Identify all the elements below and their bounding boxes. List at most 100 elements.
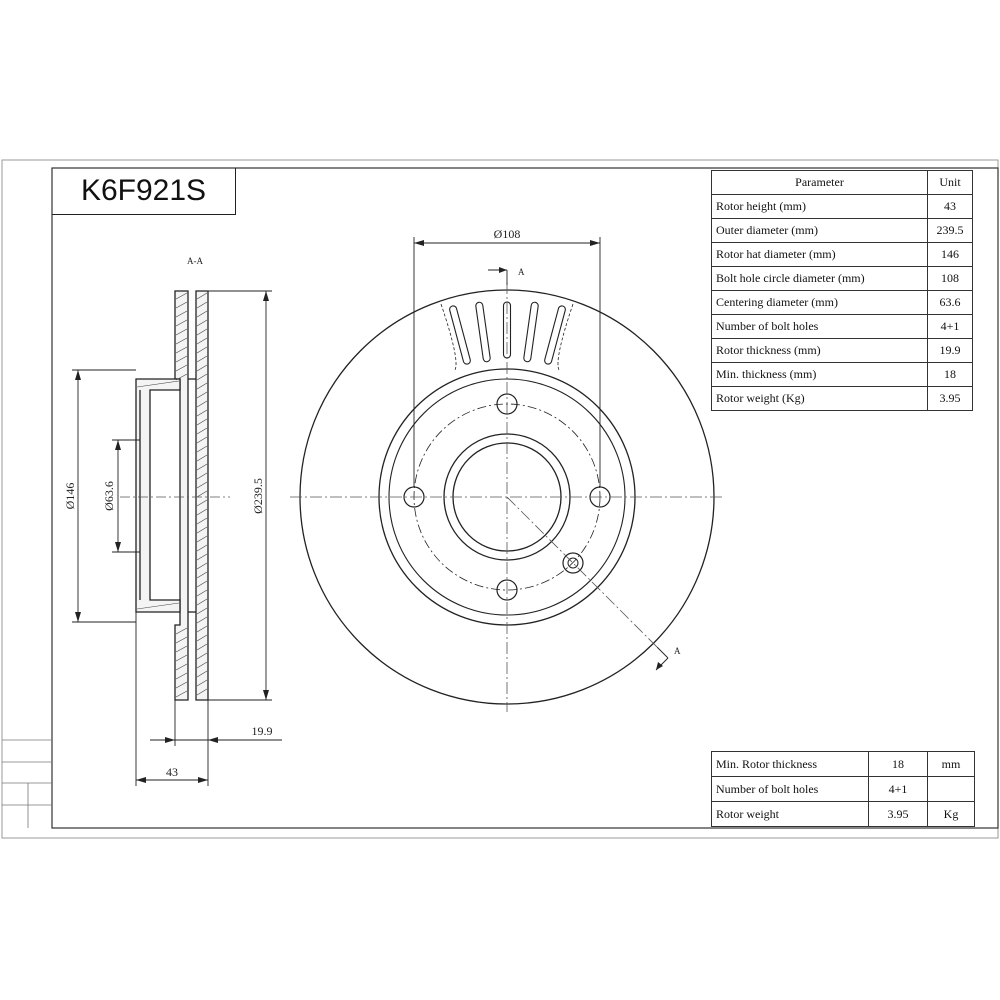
table-row: Number of bolt holes 4+1: [711, 776, 975, 802]
hatch-line: [175, 355, 188, 363]
hatch-line: [196, 580, 208, 588]
section-marker-bottom-label: A: [674, 646, 681, 656]
hatch-line: [196, 310, 208, 318]
param-label: Min. thickness (mm): [711, 362, 928, 387]
hatch-line: [175, 645, 188, 653]
table-row: Min. thickness (mm)18: [711, 362, 973, 387]
section-marker-top-label: A: [518, 267, 525, 277]
param-label: Rotor thickness (mm): [711, 338, 928, 363]
section-marker-bottom-arrow: [656, 662, 663, 670]
table-row: Rotor weight 3.95 Kg: [711, 801, 975, 827]
section-marker-top: [488, 269, 508, 285]
section-view: [135, 290, 209, 701]
param-value: 4+1: [927, 314, 973, 339]
hatch-line: [175, 654, 188, 662]
hatch-line: [196, 400, 208, 408]
summary-unit: mm: [927, 751, 975, 777]
bolt-hole-bottom: [496, 579, 518, 601]
param-value: 239.5: [927, 218, 973, 243]
hatch-line: [196, 328, 208, 336]
dim-centering-diameter: Ø63.6: [102, 481, 116, 511]
hatch-line: [196, 373, 208, 381]
hatch-line: [196, 445, 208, 453]
hatch-line: [196, 301, 208, 309]
hatch-line: [175, 681, 188, 689]
param-value: 63.6: [927, 290, 973, 315]
hatch-line: [196, 481, 208, 489]
header-parameter: Parameter: [711, 170, 928, 195]
hatch-line: [196, 589, 208, 597]
param-value: 3.95: [927, 386, 973, 411]
param-label: Outer diameter (mm): [711, 218, 928, 243]
summary-label: Min. Rotor thickness: [711, 751, 869, 777]
header-unit: Unit: [927, 170, 973, 195]
hatch-line: [196, 427, 208, 435]
vent-slots: [449, 301, 566, 365]
param-label: Rotor hat diameter (mm): [711, 242, 928, 267]
section-label: A-A: [187, 256, 203, 266]
table-row: Rotor hat diameter (mm)146: [711, 242, 973, 267]
hatch-line: [196, 625, 208, 633]
hatch-line: [175, 663, 188, 671]
hatch-line: [196, 319, 208, 327]
param-value: 19.9: [927, 338, 973, 363]
hatch-line: [196, 535, 208, 543]
summary-unit: Kg: [927, 801, 975, 827]
hatch-line: [196, 634, 208, 642]
hatch-line: [196, 688, 208, 696]
locating-hole: [562, 552, 584, 574]
vent-slot: [544, 305, 566, 365]
hatch-line: [196, 346, 208, 354]
hatch-line: [175, 319, 188, 327]
hatch-line: [196, 499, 208, 507]
section-dimensions: [72, 290, 282, 786]
table-row: Bolt hole circle diameter (mm)108: [711, 266, 973, 291]
summary-unit: [927, 776, 975, 802]
hatch-line: [196, 661, 208, 669]
hatch-line: [175, 328, 188, 336]
part-number-title: K6F921S: [52, 168, 236, 215]
table-row: Min. Rotor thickness 18 mm: [711, 751, 975, 777]
hatch-line: [196, 571, 208, 579]
hatch-line: [196, 526, 208, 534]
hatch-line: [175, 672, 188, 680]
summary-value: 4+1: [868, 776, 928, 802]
hatch-line: [196, 670, 208, 678]
dim-rotor-height: 43: [166, 765, 178, 779]
dim-rotor-thickness: 19.9: [252, 724, 273, 738]
parameter-table-header: Parameter Unit: [711, 170, 973, 195]
hatch-line: [175, 346, 188, 354]
inner-frame: [51, 167, 999, 829]
hatch-line: [196, 454, 208, 462]
section-hat: [135, 378, 181, 613]
hatch-line: [175, 292, 188, 300]
table-row: Centering diameter (mm)63.6: [711, 290, 973, 315]
hatch-line: [196, 382, 208, 390]
bolt-circle-arrows: [414, 240, 600, 246]
param-label: Number of bolt holes: [711, 314, 928, 339]
hatch-line: [175, 636, 188, 644]
param-value: 43: [927, 194, 973, 219]
hatch-line: [196, 544, 208, 552]
hatch-line: [196, 490, 208, 498]
dim-hat-diameter: Ø146: [63, 483, 77, 510]
hatch-line: [196, 292, 208, 300]
hatch-line: [196, 463, 208, 471]
hatch-line: [136, 380, 180, 388]
dim-outer-diameter: Ø239.5: [251, 478, 265, 514]
hatch-line: [175, 301, 188, 309]
table-row: Rotor thickness (mm)19.9: [711, 338, 973, 363]
hatch-line: [196, 355, 208, 363]
hatch-line: [175, 310, 188, 318]
hatch-line: [196, 418, 208, 426]
hatch-line: [196, 616, 208, 624]
summary-label: Number of bolt holes: [711, 776, 869, 802]
hatch-line: [175, 690, 188, 698]
table-row: Outer diameter (mm)239.5: [711, 218, 973, 243]
vent-slot: [449, 305, 471, 365]
table-row: Rotor weight (Kg)3.95: [711, 386, 973, 411]
hatch-line: [175, 364, 188, 372]
